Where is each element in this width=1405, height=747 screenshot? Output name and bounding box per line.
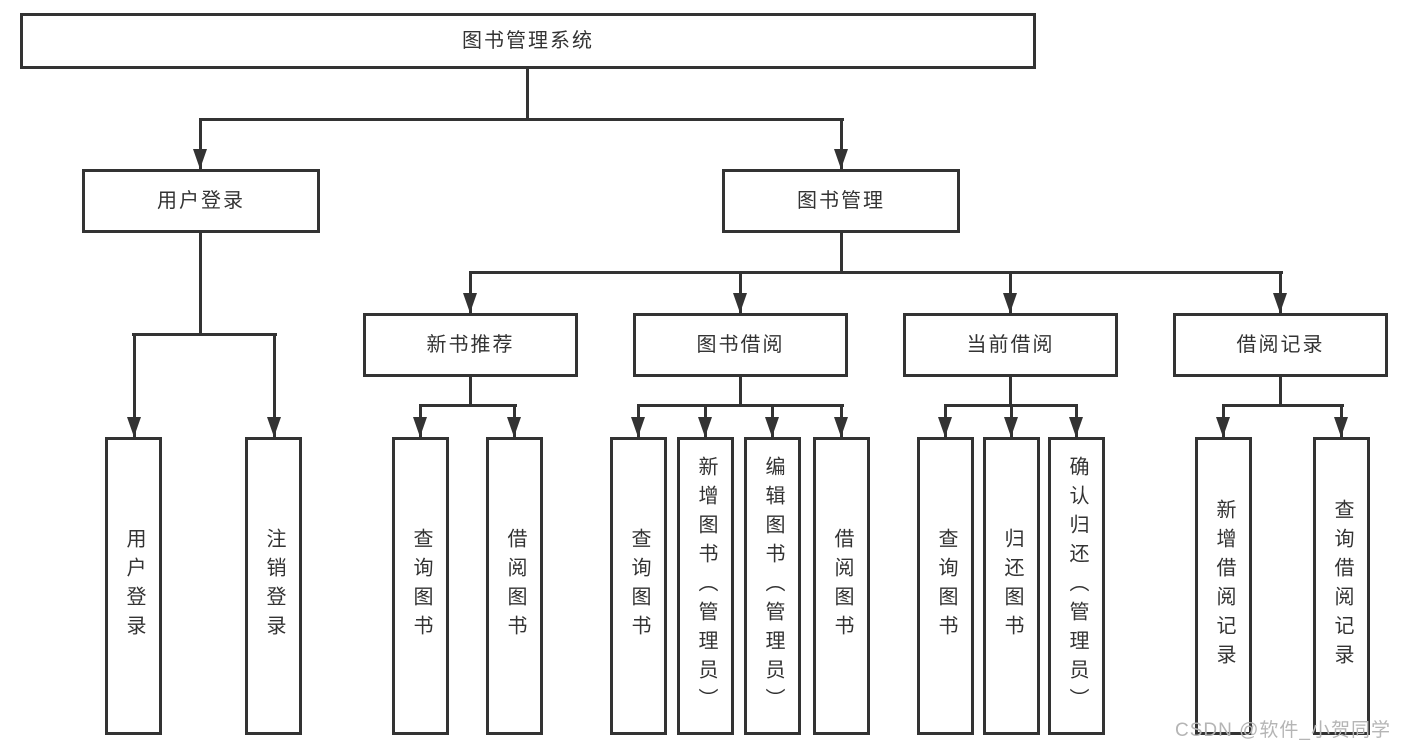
connector-line <box>273 333 276 437</box>
arrowhead-down-icon <box>938 417 952 437</box>
node-label: 注销登录 <box>263 528 285 644</box>
arrowhead-down-icon <box>127 417 141 437</box>
connector-line <box>526 68 529 121</box>
node-label: 确认归还（管理员） <box>1066 455 1088 717</box>
node-borrow-books-borrowing: 借阅图书 <box>813 437 870 735</box>
arrowhead-down-icon <box>834 149 848 169</box>
node-query-books-recommend: 查询图书 <box>392 437 449 735</box>
connector-line <box>469 271 1283 274</box>
node-add-books-admin: 新增图书（管理员） <box>677 437 734 735</box>
node-label: 编辑图书（管理员） <box>762 455 784 717</box>
connector-line <box>419 404 517 407</box>
node-query-books-borrowing: 查询图书 <box>610 437 667 735</box>
arrowhead-down-icon <box>1273 293 1287 313</box>
csdn-watermark: CSDN @软件_小贺同学 <box>1175 720 1391 741</box>
connector-line <box>840 233 843 274</box>
node-label: 归还图书 <box>1001 528 1023 644</box>
node-label: 图书管理 <box>797 190 885 212</box>
node-label: 借阅记录 <box>1236 334 1325 356</box>
node-new-book-recommend: 新书推荐 <box>363 313 578 377</box>
connector-line <box>1009 377 1012 407</box>
node-label: 用户登录 <box>157 190 245 212</box>
node-current-borrowing: 当前借阅 <box>903 313 1118 377</box>
node-label: 新增图书（管理员） <box>695 455 717 717</box>
node-logout-leaf: 注销登录 <box>245 437 302 735</box>
arrowhead-down-icon <box>1069 417 1083 437</box>
connector-line <box>1279 377 1282 407</box>
arrowhead-down-icon <box>507 417 521 437</box>
arrowhead-down-icon <box>1004 417 1018 437</box>
node-label: 借阅图书 <box>504 528 526 644</box>
node-borrowing-records: 借阅记录 <box>1173 313 1388 377</box>
node-label: 图书借阅 <box>696 334 785 356</box>
connector-line <box>1222 404 1344 407</box>
node-label: 借阅图书 <box>831 528 853 644</box>
node-label: 新书推荐 <box>426 334 515 356</box>
node-edit-books-admin: 编辑图书（管理员） <box>744 437 801 735</box>
node-return-books: 归还图书 <box>983 437 1040 735</box>
connector-line <box>1279 271 1282 313</box>
arrowhead-down-icon <box>1216 417 1230 437</box>
node-label: 当前借阅 <box>966 334 1055 356</box>
node-root: 图书管理系统 <box>20 13 1036 69</box>
arrowhead-down-icon <box>698 417 712 437</box>
arrowhead-down-icon <box>834 417 848 437</box>
node-label: 查询借阅记录 <box>1331 499 1353 673</box>
arrowhead-down-icon <box>413 417 427 437</box>
arrowhead-down-icon <box>267 417 281 437</box>
arrowhead-down-icon <box>631 417 645 437</box>
node-user-login-leaf: 用户登录 <box>105 437 162 735</box>
node-label: 查询图书 <box>410 528 432 644</box>
connector-line <box>199 118 844 121</box>
connector-line <box>739 377 742 407</box>
node-query-books-current: 查询图书 <box>917 437 974 735</box>
node-label: 查询图书 <box>935 528 957 644</box>
node-user-login: 用户登录 <box>82 169 320 233</box>
node-label: 查询图书 <box>628 528 650 644</box>
connector-line <box>840 118 843 169</box>
arrowhead-down-icon <box>1003 293 1017 313</box>
node-confirm-return-admin: 确认归还（管理员） <box>1048 437 1105 735</box>
node-label: 新增借阅记录 <box>1213 499 1235 673</box>
connector-line <box>637 404 844 407</box>
connector-line <box>199 233 202 336</box>
connector-line <box>1009 271 1012 313</box>
node-book-borrowing: 图书借阅 <box>633 313 848 377</box>
connector-line <box>199 118 202 169</box>
node-label: 用户登录 <box>123 528 145 644</box>
connector-line <box>132 333 277 336</box>
connector-line <box>739 271 742 313</box>
node-book-management: 图书管理 <box>722 169 960 233</box>
node-borrow-books-recommend: 借阅图书 <box>486 437 543 735</box>
node-label: 图书管理系统 <box>462 30 594 52</box>
arrowhead-down-icon <box>193 149 207 169</box>
arrowhead-down-icon <box>733 293 747 313</box>
node-add-borrow-record: 新增借阅记录 <box>1195 437 1252 735</box>
connector-line <box>944 404 1078 407</box>
arrowhead-down-icon <box>1334 417 1348 437</box>
arrowhead-down-icon <box>463 293 477 313</box>
connector-line <box>469 377 472 407</box>
arrowhead-down-icon <box>765 417 779 437</box>
node-query-borrow-record: 查询借阅记录 <box>1313 437 1370 735</box>
connector-line <box>469 271 472 313</box>
connector-line <box>133 333 136 437</box>
